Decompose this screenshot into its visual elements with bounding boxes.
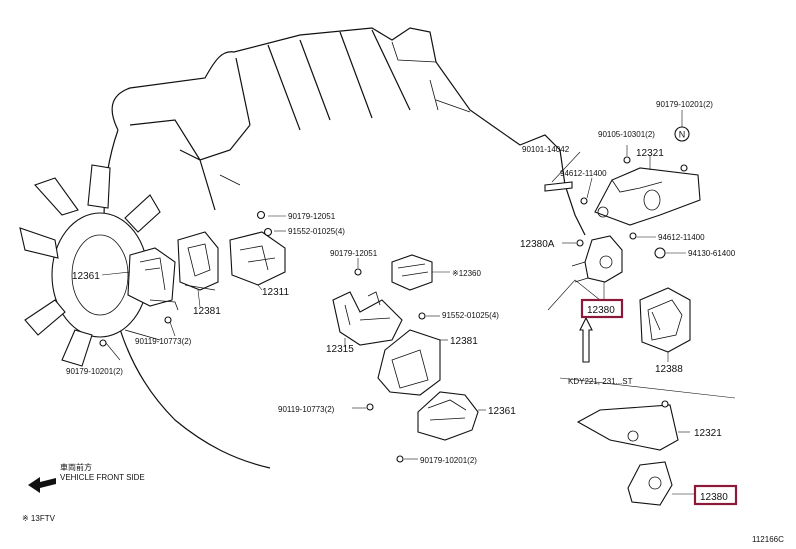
inset-separator: [559, 377, 736, 399]
legend-note: ※ 13FTV: [22, 514, 56, 523]
part-12388: [639, 287, 691, 353]
label-94612-11400-right: 94612-11400: [658, 233, 705, 242]
engine-block-outline: [103, 27, 586, 469]
label-12381-mid: 12381: [450, 336, 478, 347]
label-12361-left: 12361: [72, 271, 100, 282]
label-12321-bottom: 12321: [694, 428, 722, 439]
diagram-id: 112166C: [752, 535, 784, 544]
label-12381-left: 12381: [193, 306, 221, 317]
center-engine-mount-bracket: [366, 391, 479, 463]
label-90179-10201-left: 90179-10201(2): [66, 367, 123, 376]
n-marker-icon: N: [674, 126, 690, 142]
label-90179-12051-top: 90179-12051: [288, 212, 336, 221]
label-12380A: 12380A: [520, 239, 555, 250]
label-90119-10773-left: 90119-10773(2): [135, 337, 192, 346]
label-12380-top: 12380: [587, 305, 615, 316]
engine-block-detail: [124, 41, 471, 341]
pointer-arrow-icon: [579, 316, 593, 363]
engine-mounting-bracket-12315: [332, 268, 426, 346]
highlight-box-12380-bottom: [693, 484, 738, 506]
label-front-jp: 車両前方: [60, 462, 92, 472]
label-front-en: VEHICLE FRONT SIDE: [60, 473, 145, 482]
label-12321-top: 12321: [636, 148, 664, 159]
label-90179-10201-mid: 90179-10201(2): [420, 456, 477, 465]
cooling-fan: [19, 164, 161, 367]
part-12360: [391, 254, 433, 291]
label-12361-mid: 12361: [488, 406, 516, 417]
left-engine-mount-bracket: [99, 247, 179, 347]
center-engine-mount-insulator: [377, 329, 441, 396]
label-kdy221: KDY221, 231...ST: [568, 377, 633, 386]
label-12360: ※12360: [452, 269, 482, 278]
svg-text:N: N: [679, 130, 686, 140]
left-engine-mount-insulator: [177, 231, 219, 291]
label-90119-10773-mid: 90119-10773(2): [278, 405, 335, 414]
right-engine-mount-bracket-12321: [544, 156, 701, 226]
engine-mounting-bracket-12311: [229, 210, 286, 286]
label-90179-12051-mid: 90179-12051: [330, 249, 378, 258]
highlight-box-12380-top: [580, 298, 624, 319]
label-12380-bottom: 12380: [700, 492, 728, 503]
label-91552-01025-mid: 91552-01025(4): [442, 311, 499, 320]
label-91552-01025-top: 91552-01025(4): [288, 227, 345, 236]
label-94612-11400-top: 94612-11400: [560, 169, 607, 178]
inset-insulator-12380: [627, 461, 673, 506]
label-12315: 12315: [326, 344, 354, 355]
right-engine-mount-insulator: [571, 232, 666, 283]
label-90101-14042: 90101-14042: [522, 145, 570, 154]
leader-lines: [101, 110, 695, 495]
label-12388: 12388: [655, 364, 683, 375]
vehicle-front-arrow-icon: [28, 477, 56, 493]
label-12311: 12311: [262, 287, 290, 298]
label-94130-61400: 94130-61400: [688, 249, 736, 258]
inset-bracket-12321: [576, 400, 679, 451]
label-90105-10301: 90105-10301(2): [598, 130, 655, 139]
label-90179-10201-right: 90179-10201(2): [656, 100, 713, 109]
